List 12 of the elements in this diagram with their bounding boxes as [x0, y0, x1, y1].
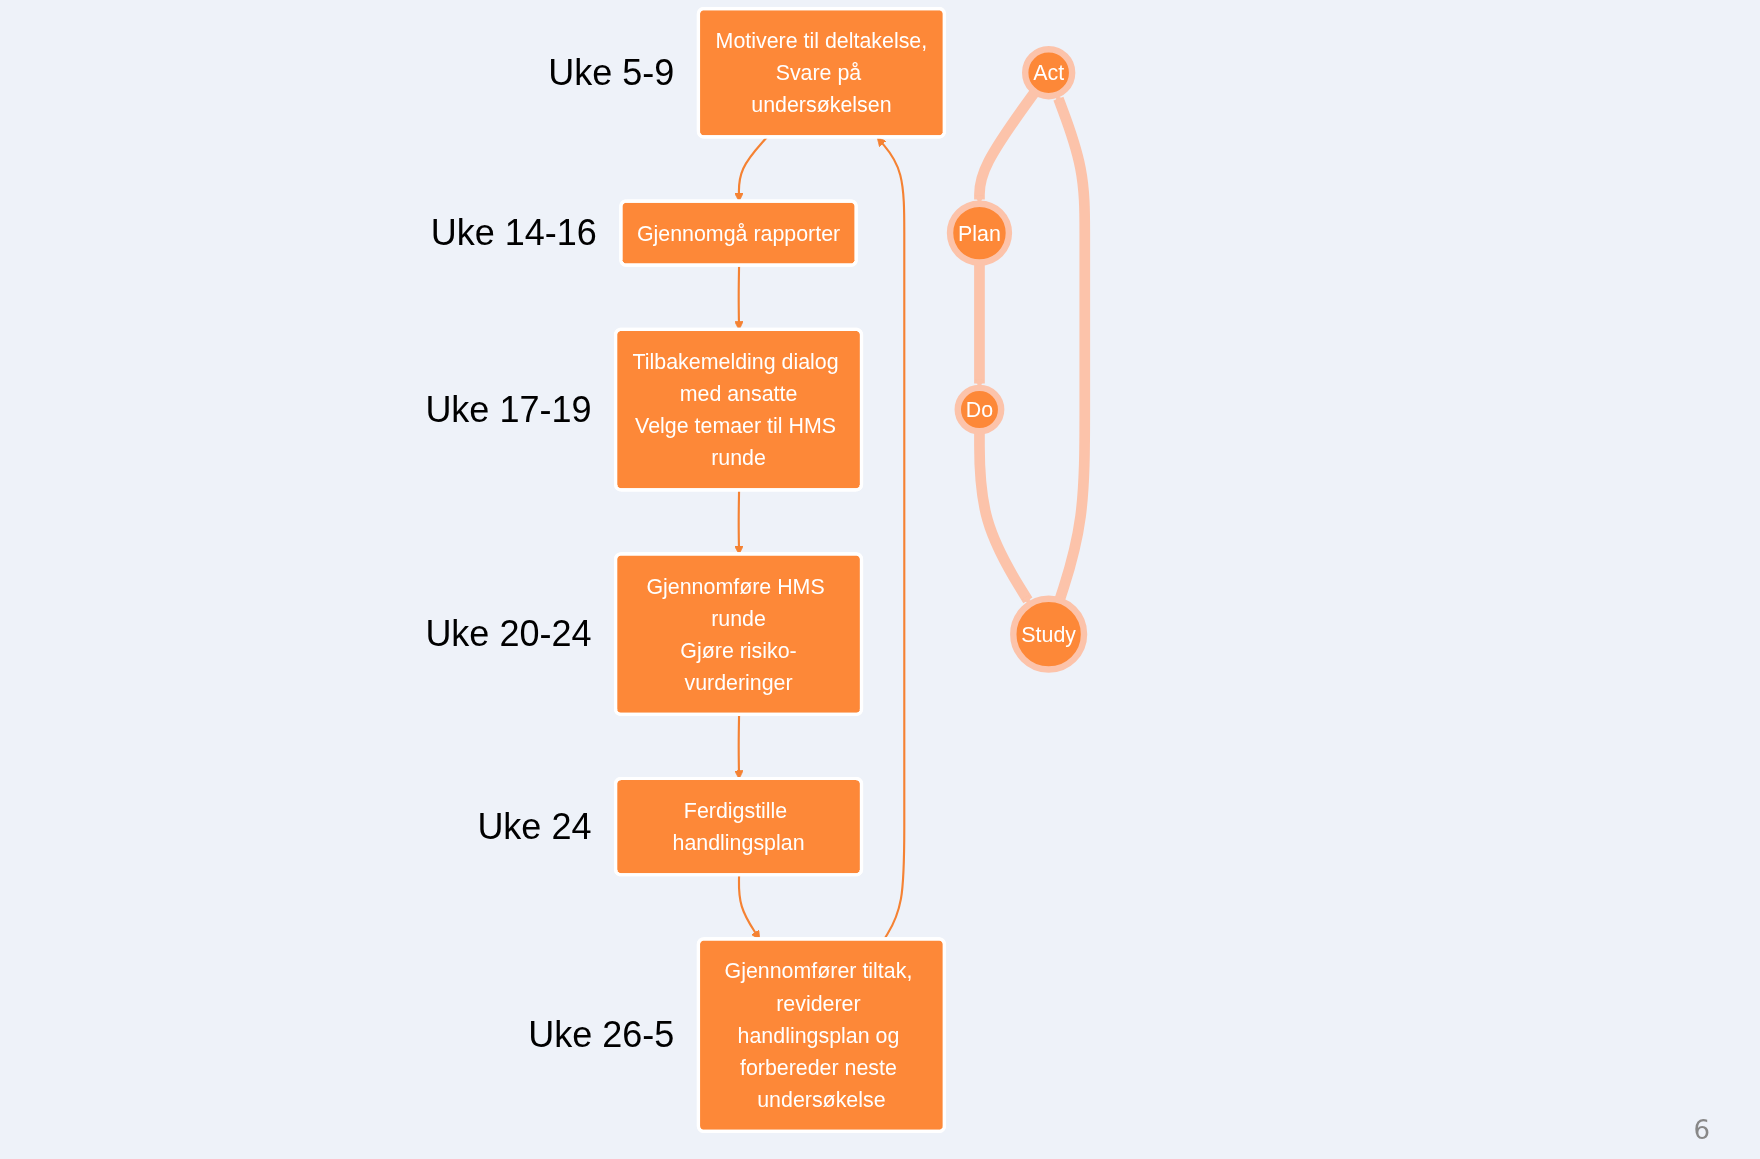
week-label: Uke 24	[477, 805, 592, 848]
week-label: Uke 14-16	[430, 212, 597, 255]
week-label: Uke 20-24	[425, 613, 592, 656]
node-circle: Plan	[946, 200, 1012, 266]
node-circle: Act	[1021, 46, 1076, 100]
node-circle: Study	[1009, 595, 1088, 673]
week-label: Uke 26-5	[528, 1014, 675, 1057]
arrow	[734, 136, 768, 202]
page-number: 6	[1693, 1115, 1710, 1145]
node-circle: Do	[954, 384, 1005, 435]
week-label: Uke 17-19	[425, 388, 592, 431]
week-label: Uke 5-9	[548, 51, 675, 94]
